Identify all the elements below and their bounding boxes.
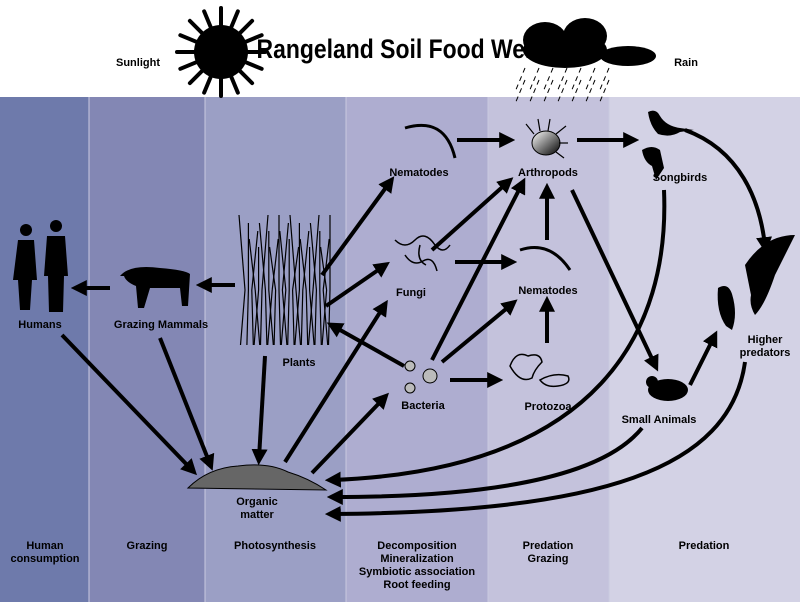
bacteria-icon — [404, 360, 438, 394]
node-higher-predators-2: predators — [740, 347, 791, 359]
column-label: Grazing — [528, 553, 569, 565]
sunlight-label: Sunlight — [116, 57, 160, 69]
sun-icon — [175, 6, 267, 98]
node-higher-predators-1: Higher — [748, 334, 784, 346]
column-photosynthesis — [205, 97, 346, 602]
node-protozoa: Protozoa — [524, 401, 572, 413]
column-label: consumption — [10, 553, 79, 565]
node-songbirds: Songbirds — [653, 172, 707, 184]
arrows — [60, 128, 772, 522]
cloud-icon — [523, 18, 656, 68]
column-label: Mineralization — [380, 553, 454, 565]
column-label: Predation — [523, 540, 574, 552]
column-label: Symbiotic association — [359, 566, 475, 578]
grazing-mammal-icon — [120, 267, 190, 308]
humans-icon — [13, 220, 68, 312]
node-nematodes-mid: Nematodes — [518, 285, 577, 297]
higher-predator-icon — [717, 235, 795, 330]
node-arthropods: Arthropods — [518, 167, 578, 179]
rain-icon — [514, 67, 610, 105]
nematode-icon — [404, 123, 572, 271]
songbird-icon — [642, 110, 694, 180]
fungi-icon — [394, 235, 451, 272]
node-organic-matter-2: matter — [240, 509, 274, 521]
column-label: Photosynthesis — [234, 540, 316, 552]
rain-label: Rain — [674, 57, 698, 69]
arthropod-icon — [525, 118, 568, 159]
node-small-animals: Small Animals — [622, 414, 697, 426]
column-predation — [609, 97, 800, 602]
column-label: Grazing — [127, 540, 168, 552]
column-grazing — [89, 97, 205, 602]
node-fungi: Fungi — [396, 287, 426, 299]
column-label: Human — [26, 540, 64, 552]
small-animal-icon — [646, 376, 688, 401]
node-humans: Humans — [18, 319, 61, 331]
column-label: Predation — [679, 540, 730, 552]
column-label: Root feeding — [383, 579, 450, 591]
node-organic-matter-1: Organic — [236, 496, 278, 508]
plants-icon — [238, 214, 331, 346]
node-grazing-mammals: Grazing Mammals — [114, 319, 208, 331]
node-bacteria: Bacteria — [401, 400, 445, 412]
node-nematodes-top: Nematodes — [389, 167, 448, 179]
column-dividers — [88, 97, 610, 602]
node-plants: Plants — [282, 357, 315, 369]
column-label: Decomposition — [377, 540, 457, 552]
organic-matter-icon — [186, 464, 328, 491]
diagram-title: Rangeland Soil Food Web — [257, 34, 540, 64]
column-decomposition — [346, 97, 488, 602]
protozoa-icon — [509, 353, 570, 388]
